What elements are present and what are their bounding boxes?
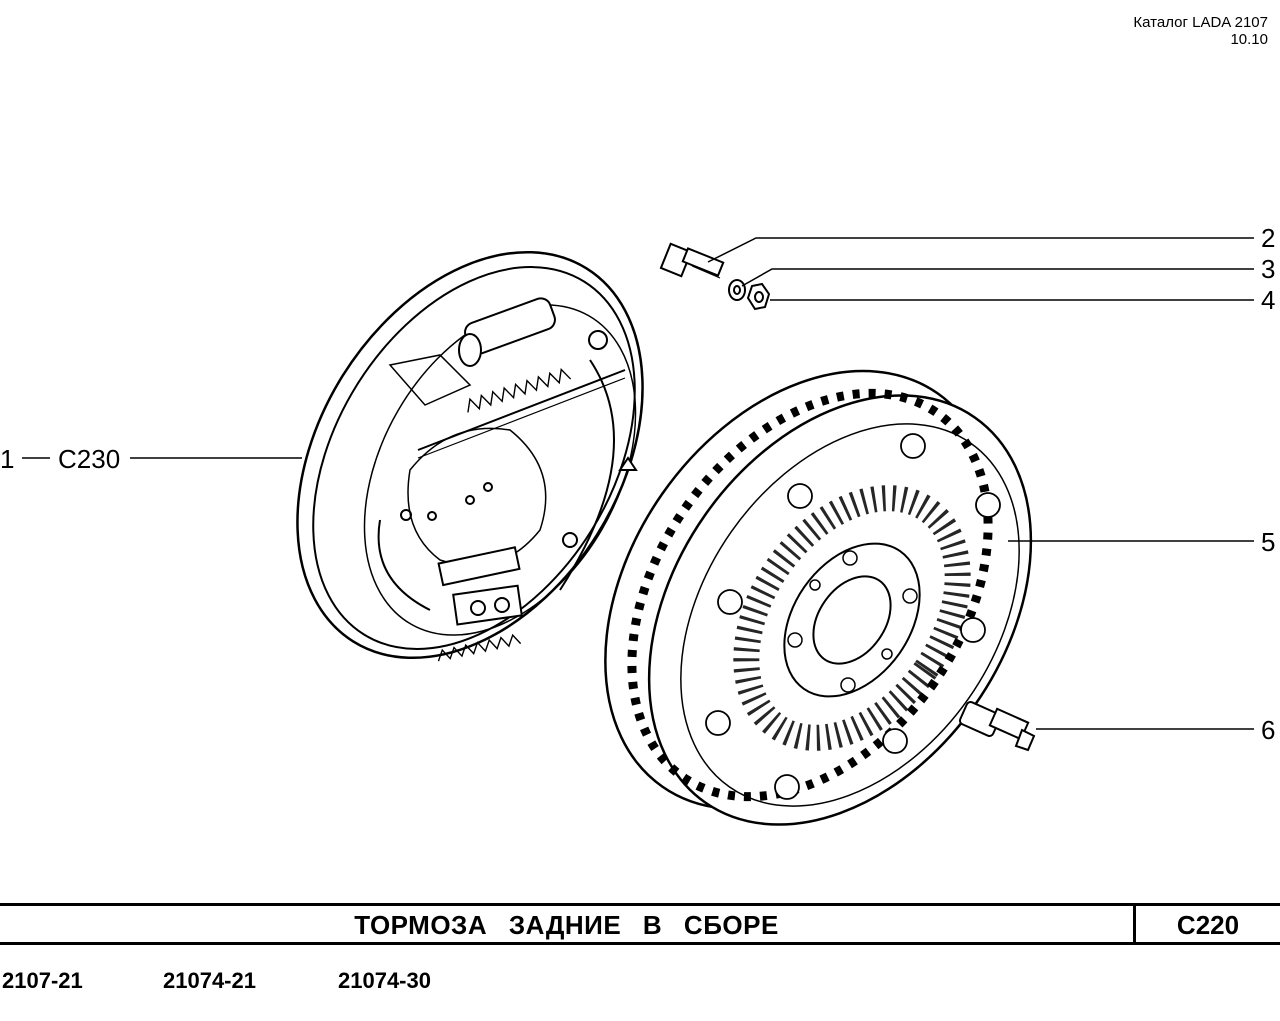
exploded-diagram: 1 C230 2 3 4 5 6 — [0, 189, 1275, 897]
model-code: 21074-30 — [338, 968, 431, 993]
callout-1-reference: C230 — [58, 444, 120, 474]
model-code: 21074-21 — [163, 968, 256, 993]
catalog-name: Каталог LADA 2107 — [1133, 14, 1268, 31]
title-block: ТОРМОЗА ЗАДНИЕ В СБОРЕ C220 — [0, 903, 1280, 945]
catalog-page: 10.10 — [1230, 31, 1268, 48]
callout-2-number: 2 — [1261, 223, 1275, 253]
leader-lines — [22, 237, 1254, 730]
bolt-washer-nut[interactable] — [659, 242, 771, 311]
callout-6-number: 6 — [1261, 715, 1275, 745]
callout-5-number: 5 — [1261, 527, 1275, 557]
catalog-header: Каталог LADA 2107 10.10 — [1133, 14, 1268, 48]
diagram-code: C220 — [1133, 906, 1280, 942]
callout-1-number: 1 — [0, 444, 14, 474]
wheel-stud[interactable] — [958, 700, 1036, 752]
brake-backing-plate-assembly[interactable] — [226, 189, 714, 721]
model-code: 2107-21 — [2, 968, 83, 993]
brake-drum[interactable] — [525, 297, 1110, 897]
diagram-title: ТОРМОЗА ЗАДНИЕ В СБОРЕ — [354, 910, 779, 940]
callout-4-number: 4 — [1261, 285, 1275, 315]
callout-3-number: 3 — [1261, 254, 1275, 284]
